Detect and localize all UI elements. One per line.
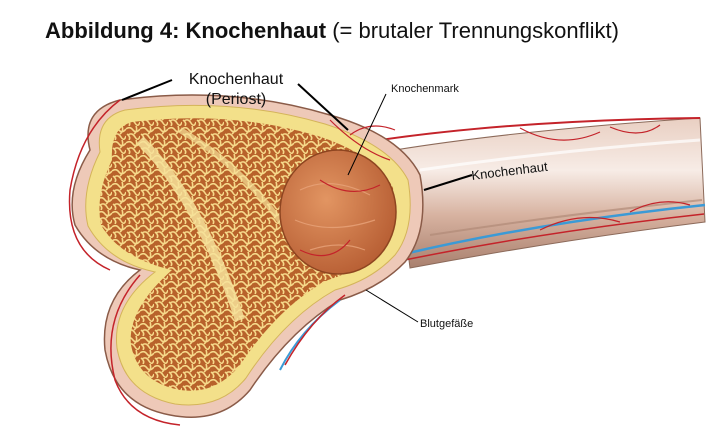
figure-title-bold: Abbildung 4: Knochenhaut (45, 18, 327, 43)
leader-vessels (365, 289, 419, 323)
bone-marrow (279, 149, 397, 275)
label-periost-line1: Knochenhaut (189, 71, 284, 88)
label-marrow: Knochenmark (391, 83, 459, 95)
bone-shaft (394, 117, 706, 269)
leader-periost-left (121, 79, 173, 101)
figure-title-normal: (= brutaler Trennungskonflikt) (326, 18, 619, 43)
leader-periost-right (297, 83, 349, 131)
shaft-vessels (379, 117, 706, 263)
label-vessels: Blutgefäße (420, 318, 473, 330)
leader-marrow (347, 93, 387, 176)
label-periost-line2: (Periost) (206, 91, 266, 108)
head-vessels (68, 99, 396, 426)
figure-title: Abbildung 4: Knochenhaut (= brutaler Tre… (45, 18, 619, 44)
leader-periost-shaft (423, 174, 473, 191)
leader-lines (121, 79, 473, 323)
